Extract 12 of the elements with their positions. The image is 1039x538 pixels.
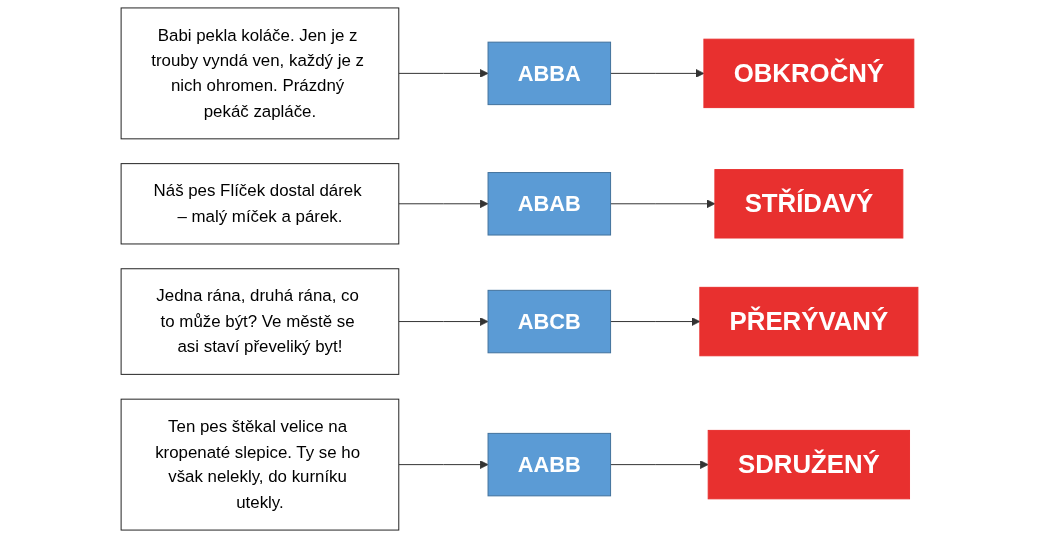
node-box: Náš pes Flíček dostal dárek – malý míček a párek. <box>120 163 400 245</box>
node-box: STŘÍDAVÝ <box>714 169 904 239</box>
node-box: ABBA <box>487 41 612 106</box>
node-box: Babi pekla koláče. Jen je z trouby vyndá ven, každý je z nich ohromen. Prázdný pekáč zapláče. <box>120 7 400 140</box>
node-box: Jedna rána, druhá rána, co to může být? Ve městě se asi staví převeliký byt! <box>120 268 400 375</box>
node-box: AABB <box>487 432 612 497</box>
node-box: ABCB <box>487 289 612 354</box>
node-box: ABAB <box>487 172 612 236</box>
node-box: Ten pes štěkal velice na kropenaté slepice. Ty se ho však nelekly, do kurníku utekly. <box>120 398 400 531</box>
node-box: PŘERÝVANÝ <box>699 286 919 357</box>
node-box: SDRUŽENÝ <box>707 429 911 500</box>
node-box: OBKROČNÝ <box>703 38 915 109</box>
